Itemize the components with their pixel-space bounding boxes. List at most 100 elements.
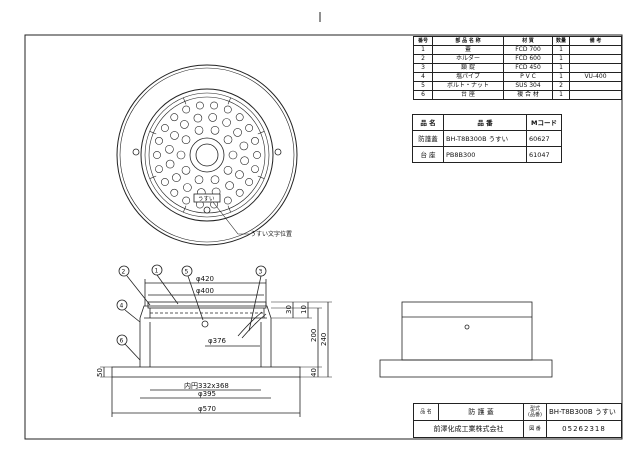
- lid-rib: [149, 175, 157, 179]
- parts-cell-no: 3: [413, 63, 433, 73]
- code-cell-name: 台 座: [412, 146, 444, 163]
- parts-cell-note: VU-400: [569, 72, 622, 82]
- parts-cell-name: 塩パイプ: [432, 72, 504, 82]
- lid-pattern-hole: [225, 181, 234, 190]
- plan-view: [116, 64, 298, 246]
- parts-cell-note: [569, 81, 622, 91]
- usui-label-text: うすい: [198, 196, 215, 203]
- parts-col-qty: 数量: [552, 36, 570, 46]
- parts-cell-name: 鎖 錠: [432, 63, 504, 73]
- lid-pattern-hole: [245, 178, 253, 186]
- lid-pattern-hole: [195, 101, 204, 110]
- lid-pattern-hole: [153, 151, 161, 159]
- parts-cell-no: 5: [413, 81, 433, 91]
- lid-rib: [257, 175, 265, 179]
- lid-pattern-hole: [223, 196, 232, 205]
- lid-pattern-hole: [251, 136, 259, 145]
- lid-pattern-hole: [182, 105, 191, 114]
- lid-pattern-hole: [181, 166, 191, 175]
- lid-pattern-hole: [181, 135, 191, 144]
- lid-pattern-hole: [182, 196, 191, 205]
- lid-pattern-hole: [210, 101, 218, 110]
- parts-cell-no: 2: [413, 54, 433, 64]
- lid-rib: [257, 131, 265, 135]
- lid-pattern-hole: [170, 131, 179, 140]
- balloon-3: 3: [259, 269, 263, 276]
- parts-col-material: 材 質: [503, 36, 553, 46]
- parts-cell-name: 台 座: [432, 90, 504, 100]
- dim-h10: 10: [300, 305, 308, 314]
- lid-pattern-hole: [223, 166, 233, 175]
- lid-rib: [227, 205, 231, 213]
- dim-h50: 50: [96, 368, 104, 377]
- lid-pattern-hole: [194, 126, 204, 135]
- lid-pattern-hole: [235, 113, 244, 122]
- parts-cell-note: [569, 54, 622, 64]
- code-col-mcode: Mコード: [526, 114, 562, 131]
- parts-cell-qty: 1: [552, 72, 570, 82]
- code-cell-part: BH-T8B300B うすい: [443, 130, 527, 147]
- code-header-row: 品 名 品 番 Mコード: [412, 114, 562, 131]
- parts-cell-qty: 1: [552, 90, 570, 100]
- parts-cell-qty: 1: [552, 45, 570, 55]
- parts-cell-qty: 2: [552, 81, 570, 91]
- parts-cell-name: 蓋: [432, 45, 504, 55]
- lid-pattern-hole: [170, 188, 179, 197]
- parts-col-name: 部 品 名 称: [432, 36, 504, 46]
- parts-cell-material: P V C: [503, 72, 553, 82]
- lid-rib: [183, 205, 187, 213]
- title-model: BH-T8B300B うすい: [546, 403, 622, 421]
- code-cell-code: 60627: [526, 130, 562, 147]
- title-drawing-label: 図 番: [523, 420, 547, 438]
- code-cell-part: PB8B300: [443, 146, 527, 163]
- title-model-label: 型式(品番): [523, 403, 547, 421]
- code-col-part: 品 番: [443, 114, 527, 131]
- lid-pattern-hole: [208, 113, 217, 122]
- parts-cell-no: 6: [413, 90, 433, 100]
- side-view: [379, 301, 553, 378]
- title-product: 防 護 蓋: [438, 403, 524, 421]
- lid-pattern-hole: [194, 175, 204, 184]
- dim-d570: φ570: [198, 405, 216, 413]
- lid-pattern-hole: [228, 150, 238, 160]
- code-cell-code: 61047: [526, 146, 562, 163]
- lid-pattern-hole: [235, 188, 244, 197]
- lid-pattern-hole: [180, 120, 189, 129]
- parts-header-row: 番号 部 品 名 称 材 質 数量 備 考: [413, 36, 622, 46]
- parts-col-note: 備 考: [569, 36, 622, 46]
- balloon-2: 2: [122, 269, 126, 276]
- parts-cell-material: 複 合 材: [503, 90, 553, 100]
- lid-pattern-hole: [160, 124, 169, 132]
- balloon-1: 1: [155, 268, 159, 275]
- parts-cell-name: ホルダー: [432, 54, 504, 64]
- parts-cell-note: [569, 63, 622, 73]
- lid-pattern-hole: [176, 150, 186, 160]
- lid-pattern-hole: [155, 165, 163, 173]
- title-product-label: 品 名: [413, 403, 439, 421]
- lid-pattern-hole: [245, 124, 253, 132]
- lid-pattern-hole: [165, 145, 174, 154]
- parts-col-no: 番号: [413, 36, 433, 46]
- lid-pattern-hole: [172, 173, 181, 182]
- lid-pattern-hole: [210, 175, 220, 184]
- lid-pattern-hole: [222, 118, 231, 127]
- parts-cell-no: 1: [413, 45, 433, 55]
- usui-label-plate: [193, 193, 221, 203]
- lid-pattern-hole: [193, 113, 203, 123]
- parts-cell-name: ボルト・ナット: [432, 81, 504, 91]
- lid-pattern-hole: [210, 126, 220, 135]
- balloon-5: 5: [185, 269, 189, 276]
- lid-pattern-hole: [160, 178, 169, 186]
- dim-h40: 40: [310, 368, 318, 377]
- lid-pattern-hole: [251, 165, 259, 173]
- title-company: 前澤化成工業株式会社: [413, 420, 524, 438]
- parts-cell-material: FCD 450: [503, 63, 553, 73]
- parts-cell-qty: 1: [552, 63, 570, 73]
